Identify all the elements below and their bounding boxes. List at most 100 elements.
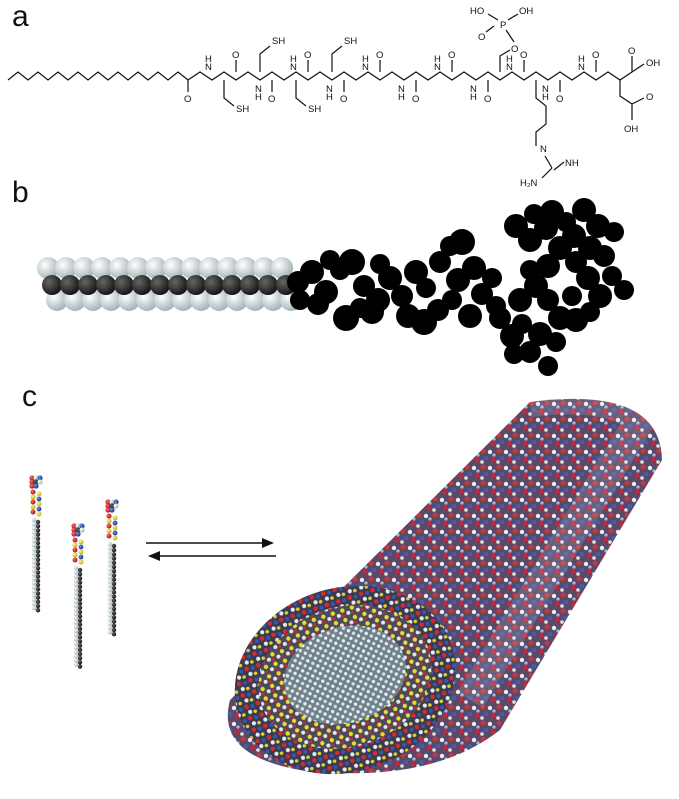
atom-sphere <box>429 251 451 273</box>
atom-sphere <box>107 550 113 555</box>
atom-sphere <box>78 554 84 560</box>
atom-sphere <box>73 649 79 655</box>
atom-sphere <box>113 503 119 509</box>
nanofiber-assembly <box>227 384 662 775</box>
atom-sphere <box>29 475 35 481</box>
amide-h: H <box>506 54 513 65</box>
atom-sphere <box>73 637 79 642</box>
atom-sphere <box>77 576 83 581</box>
atom-sphere <box>77 584 83 589</box>
atom-sphere <box>35 540 41 546</box>
atom-sphere <box>73 641 79 646</box>
atom-sphere <box>353 275 375 297</box>
atom-sphere <box>107 562 113 568</box>
atom-sphere <box>107 571 113 576</box>
atom-sphere <box>204 275 224 295</box>
atom-sphere <box>73 612 79 617</box>
atom-sphere <box>33 475 39 481</box>
atom-sphere <box>106 513 112 519</box>
atom-sphere <box>111 627 117 633</box>
atom-sphere <box>71 523 77 529</box>
atom-sphere <box>35 591 41 596</box>
guanidine-n: N <box>540 144 547 155</box>
carbonyl-o: O <box>520 50 527 61</box>
amide-h: H <box>470 92 477 103</box>
atom-sphere <box>109 507 115 513</box>
atom-sphere <box>105 499 111 505</box>
carbonyl-o: O <box>340 94 347 105</box>
atom-sphere <box>107 625 113 631</box>
atom-sphere <box>271 257 293 279</box>
atom-sphere <box>107 546 113 551</box>
atom-sphere <box>73 595 79 600</box>
amide-n: N <box>326 84 333 95</box>
atom-sphere <box>77 618 83 623</box>
carbonyl-o: O <box>232 50 239 61</box>
atom-sphere <box>31 517 37 523</box>
atom-sphere <box>73 603 79 608</box>
atom-sphere <box>163 257 185 279</box>
atom-sphere <box>31 564 37 569</box>
atom-sphere <box>482 268 502 288</box>
atom-sphere <box>78 559 84 565</box>
atom-sphere <box>235 257 257 279</box>
atom-sphere <box>240 275 260 295</box>
atom-sphere <box>31 589 37 594</box>
atom-sphere <box>370 254 390 274</box>
atom-sphere <box>339 249 365 275</box>
atom-sphere <box>31 534 37 539</box>
atom-sphere <box>107 575 113 580</box>
carbonyl-o: O <box>556 94 563 105</box>
atom-sphere <box>199 257 221 279</box>
atom-sphere <box>107 588 113 593</box>
atom-sphere <box>31 606 37 611</box>
atom-sphere <box>111 560 117 565</box>
atom-sphere <box>31 530 37 535</box>
atom-sphere <box>78 544 84 550</box>
atom-sphere <box>107 604 113 610</box>
atom-sphere <box>106 523 112 529</box>
atom-sphere <box>77 609 83 615</box>
atom-sphere <box>75 527 81 533</box>
atom-sphere <box>111 585 117 591</box>
atom-sphere <box>73 578 79 583</box>
atom-sphere <box>107 579 113 584</box>
atom-sphere <box>111 590 117 595</box>
atom-sphere <box>31 559 37 565</box>
amide-n: N <box>434 62 441 73</box>
amide-h: H <box>290 54 297 65</box>
alkyl-tail <box>7 71 189 81</box>
atom-sphere <box>572 198 596 222</box>
panel-label-c: c <box>22 380 37 413</box>
atom-sphere <box>112 520 118 526</box>
atom-sphere <box>109 257 131 279</box>
amide-n: N <box>205 62 212 73</box>
atom-sphere <box>253 257 275 279</box>
atom-sphere <box>73 607 79 613</box>
carbonyl-o: O <box>484 94 491 105</box>
space-filling-model <box>37 198 634 376</box>
sidechain-oh: OH <box>624 124 638 135</box>
carbonyl-o: O <box>592 50 599 61</box>
atom-sphere <box>37 257 59 279</box>
atom-sphere <box>35 561 41 567</box>
atom-sphere <box>107 613 113 618</box>
atom-sphere <box>107 554 113 559</box>
atom-sphere <box>73 662 79 667</box>
atom-sphere <box>462 256 486 280</box>
cysteine-side-chains: SH SH SH SH <box>223 36 357 115</box>
atom-sphere <box>31 576 37 581</box>
atom-sphere <box>35 582 41 588</box>
atom-sphere <box>112 535 118 541</box>
atom-sphere <box>150 275 170 295</box>
atom-sphere <box>111 594 117 599</box>
atom-sphere <box>36 491 42 497</box>
atom-sphere <box>127 257 149 279</box>
amide-n: N <box>290 62 297 73</box>
atom-sphere <box>111 569 117 574</box>
atom-sphere <box>588 284 612 308</box>
atom-sphere <box>107 541 113 547</box>
atom-sphere <box>77 601 83 606</box>
atom-sphere <box>31 593 37 598</box>
atom-sphere <box>36 511 42 517</box>
